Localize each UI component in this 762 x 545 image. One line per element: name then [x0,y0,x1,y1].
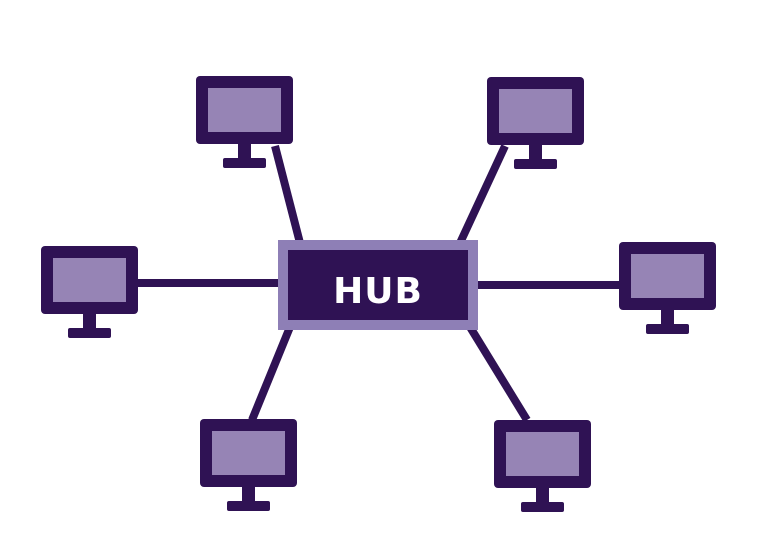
computer-bottom-right [494,420,591,512]
link-top-right [456,144,509,245]
monitor-base [521,502,564,512]
monitor-neck [661,310,674,326]
monitor-neck [536,488,549,504]
monitor-neck [529,145,542,161]
computer-top-left [196,76,293,168]
monitor-screen [631,254,704,298]
network-links [138,144,622,423]
monitor-screen [499,89,572,133]
monitor-neck [242,487,255,503]
link-top-left [271,145,304,244]
hub-label: HUB [333,271,423,312]
monitor-screen [506,432,579,476]
monitor-base [227,501,270,511]
monitor-screen [212,431,285,475]
monitor-screen [53,258,126,302]
monitor-neck [238,144,251,160]
monitor-neck [83,314,96,330]
computer-right [619,242,716,334]
monitor-base [223,158,266,168]
hub: HUB [278,240,478,330]
computer-top-right [487,77,584,169]
link-bottom-left [248,325,294,422]
computers [41,76,716,512]
monitor-screen [208,88,281,132]
link-bottom-right [466,324,531,423]
monitor-base [514,159,557,169]
computer-bottom-left [200,419,297,511]
monitor-base [646,324,689,334]
monitor-base [68,328,111,338]
computer-left [41,246,138,338]
hub-body [288,250,468,320]
